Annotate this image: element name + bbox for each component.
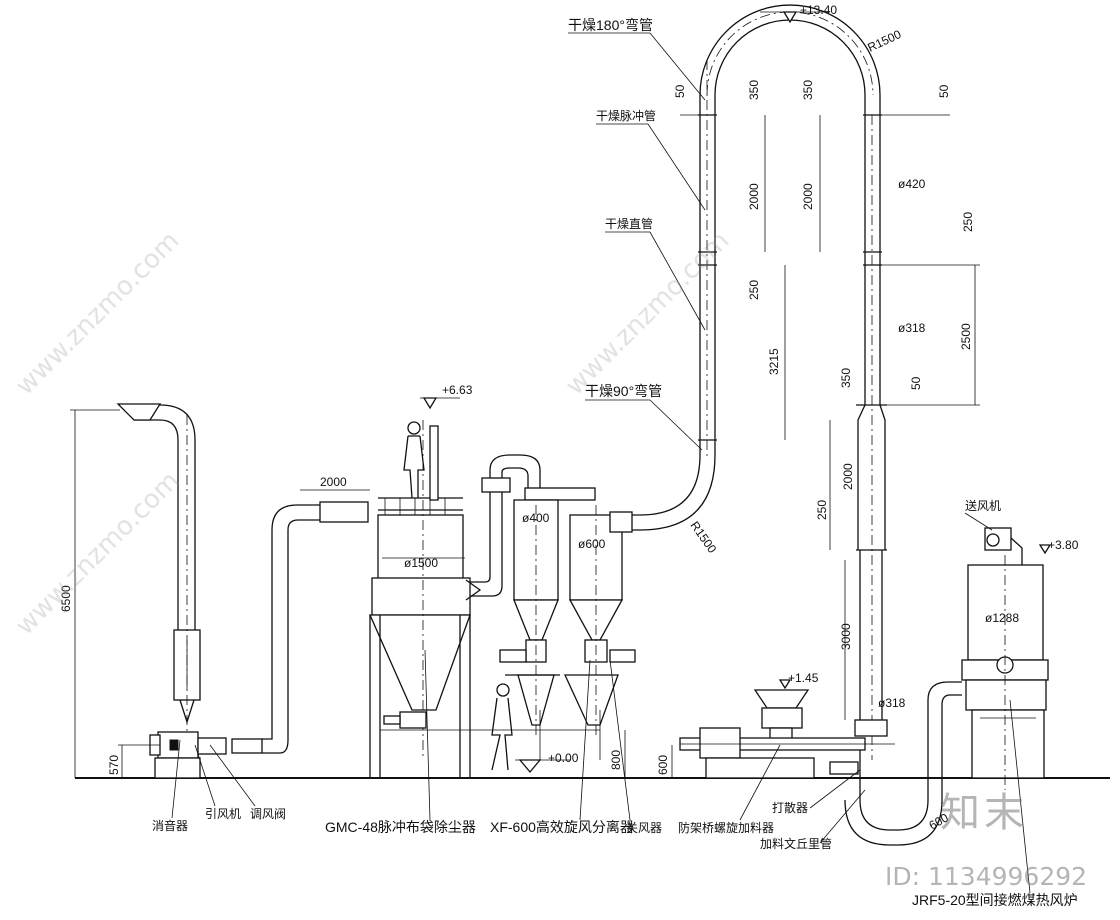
label-airlock: 关风器 (626, 821, 662, 835)
dim-d1288: ø1288 (985, 611, 1019, 625)
dim-d400: ø400 (522, 511, 550, 525)
label-bend-180: 干燥180°弯管 (568, 17, 653, 33)
duct-filter-to-cyclone (470, 454, 596, 597)
bag-filter (369, 420, 600, 778)
dim-2500: 2500 (959, 323, 973, 350)
dim-800-600: 800 600 (609, 730, 673, 778)
label-pulse-pipe: 干燥脉冲管 (596, 108, 656, 123)
dim-800: 800 (609, 750, 623, 770)
label-screw-feeder: 防架桥螺旋加料器 (678, 820, 774, 835)
label-cyclone: XF-600高效旋风分离器 (490, 819, 634, 835)
label-bend-90: 干燥90°弯管 (585, 383, 662, 399)
dim-2000-l: 2000 (747, 183, 761, 210)
dim-250-c: 250 (815, 500, 829, 520)
label-blower: 送风机 (965, 498, 1001, 513)
hot-air-furnace (961, 527, 1049, 790)
dim-250-a: 250 (747, 280, 761, 300)
label-furnace: JRF5-20型间接燃煤热风炉 (912, 892, 1078, 908)
dim-570: 570 (107, 755, 121, 775)
dim-50-a: 50 (673, 84, 687, 98)
dim-d1500: ø1500 (404, 556, 438, 570)
label-induced-fan: 引风机 (205, 807, 241, 821)
exhaust-stack (116, 403, 201, 760)
label-damper: 调风阀 (250, 807, 286, 821)
label-muffler: 消音器 (152, 818, 188, 833)
dim-350-a: 350 (747, 80, 761, 100)
operator-figure-top (403, 421, 439, 501)
elev-ground: +0.00 (515, 751, 579, 774)
callouts-bottom: 消音器 引风机 调风阀 GMC-48脉冲布袋除尘器 XF-600高效旋风分离器 … (152, 649, 1078, 908)
cyclone-2 (499, 505, 636, 760)
duct-to-filter (262, 501, 369, 754)
elev-13-40: +13.40 (800, 3, 837, 17)
watermark-logo: 知末 (940, 790, 1028, 836)
induced-fan (149, 731, 263, 779)
dim-2000-low: 2000 (841, 463, 855, 490)
dim-250-b: 250 (961, 212, 975, 232)
callouts-top: 干燥180°弯管 干燥脉冲管 干燥直管 干燥90°弯管 (568, 17, 706, 451)
dryer-dimensions: 50 350 2000 250 3215 350 2000 ø420 50 25… (673, 80, 980, 720)
dim-d318-b: ø318 (878, 696, 906, 710)
watermark-id: ID: 1134996292 (885, 862, 1088, 891)
dim-d420: ø420 (898, 177, 926, 191)
elev-feeder: +1.45 (778, 671, 819, 690)
elev-top: +13.40 (760, 3, 837, 24)
dryer-pipe-left (609, 60, 717, 533)
dim-2000-top: 2000 (300, 475, 370, 491)
label-venturi: 加料文丘里管 (760, 836, 832, 851)
elev-top-filter: +6.63 (420, 383, 473, 410)
dim-r1500-bend: R1500 (688, 519, 720, 556)
dim-6500: 6500 (59, 585, 73, 612)
dim-2000-top-text: 2000 (320, 475, 347, 489)
dim-d318-a: ø318 (898, 321, 926, 335)
dryer-pipe-right (854, 114, 888, 760)
dim-height-left: 6500 570 (59, 409, 160, 778)
operator-figure-bottom (491, 683, 513, 771)
dim-600-h: 600 (656, 755, 670, 775)
label-bag-filter: GMC-48脉冲布袋除尘器 (325, 819, 476, 835)
dim-3215: 3215 (767, 348, 781, 375)
dim-350-b: 350 (801, 80, 815, 100)
elev-6-63: +6.63 (442, 383, 473, 397)
screw-feeder (679, 689, 895, 779)
elev-0-00: +0.00 (548, 751, 579, 765)
label-breaker: 打散器 (772, 800, 808, 815)
dim-d600: ø600 (578, 537, 606, 551)
furnace-duct (844, 681, 962, 846)
elev-1-45: +1.45 (788, 671, 819, 685)
dim-50-b: 50 (937, 84, 951, 98)
dim-r1500-top: R1500 (865, 27, 903, 55)
dim-3000: 3000 (839, 623, 853, 650)
label-straight-pipe: 干燥直管 (605, 216, 653, 231)
elev-heater: +3.80 (1038, 538, 1079, 555)
elev-3-80: +3.80 (1048, 538, 1079, 552)
dim-2000-r: 2000 (801, 183, 815, 210)
dim-350-c: 350 (839, 368, 853, 388)
dim-50-c: 50 (909, 376, 923, 390)
cyclone-1 (505, 499, 560, 735)
